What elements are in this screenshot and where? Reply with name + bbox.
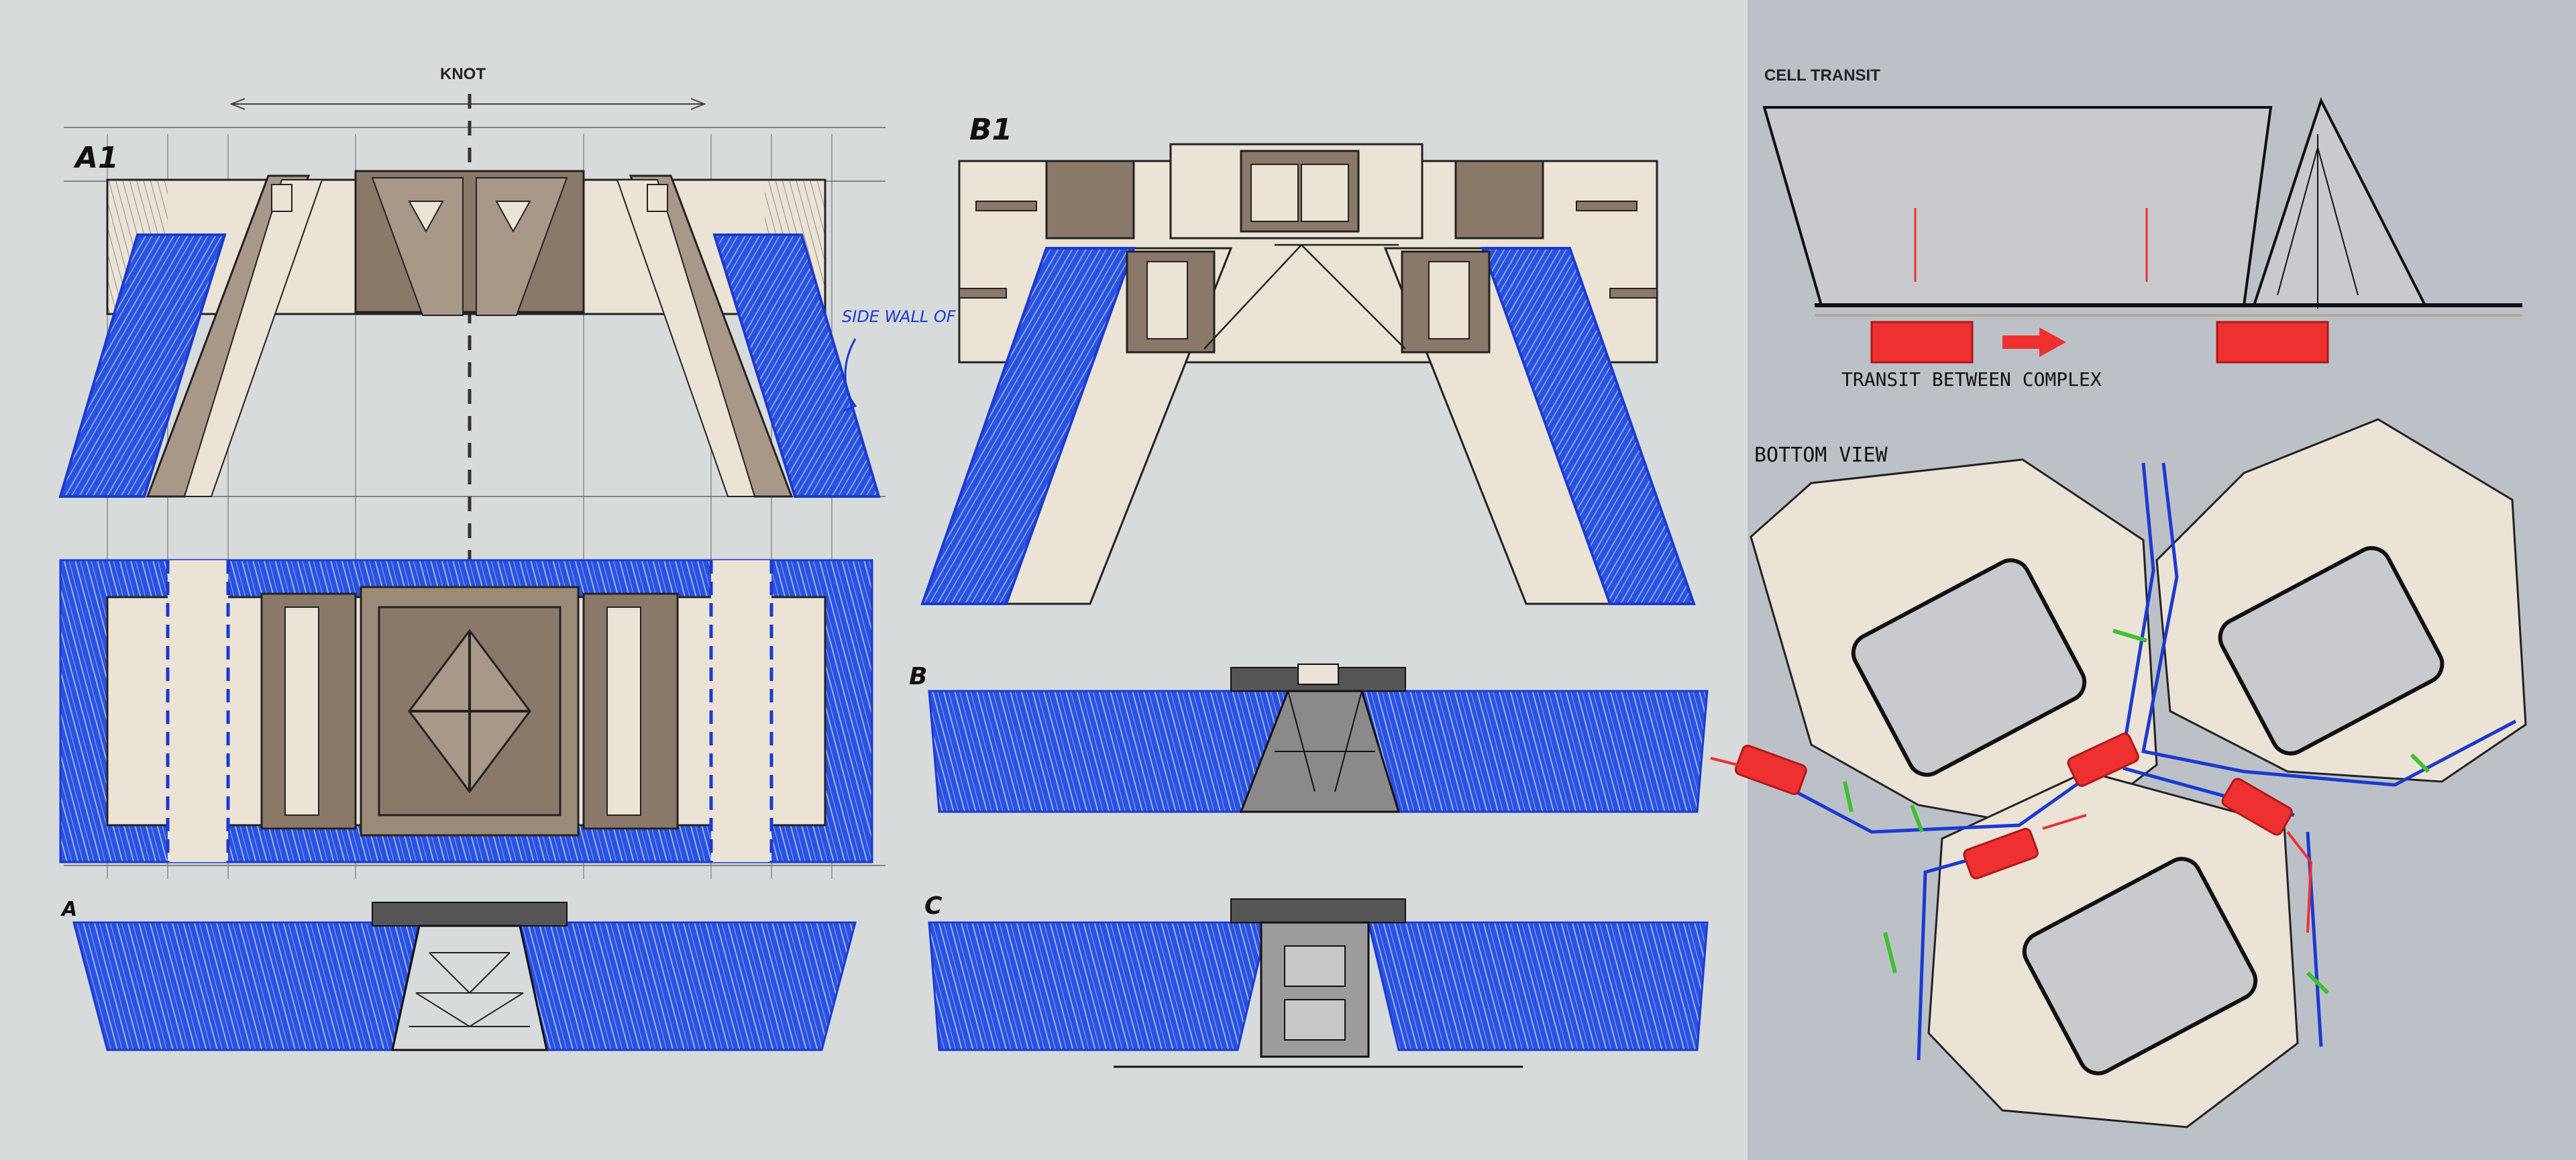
- b1-ramp-left-blue: [920, 247, 1136, 605]
- knot-title: KNOT: [440, 65, 486, 83]
- section-a: [72, 902, 857, 1051]
- b-label: B: [909, 663, 927, 690]
- b1-perspective: [920, 143, 1696, 605]
- cell-transit-section: CELL TRANSIT TRANSIT BETWEEN COMPLEX BOT…: [1710, 66, 2527, 1128]
- transit-car-1: [1870, 321, 1974, 364]
- plan-section-label: A: [60, 898, 77, 921]
- a1-label: A1: [73, 141, 119, 175]
- b-views-section: B1: [909, 113, 1709, 1068]
- transit-pod-4: [2221, 778, 2293, 836]
- transit-caption: TRANSIT BETWEEN COMPLEX: [1841, 368, 2102, 390]
- a1-elevation: [58, 170, 881, 498]
- cell-transit-title: CELL TRANSIT: [1764, 66, 1880, 85]
- side-wall-right: [712, 233, 881, 498]
- transit-pod-1: [1734, 744, 1807, 795]
- b1-label: B1: [969, 113, 1012, 147]
- transit-pod-2: [2067, 733, 2139, 787]
- c-label: C: [924, 892, 943, 920]
- transit-car-2: [2216, 321, 2329, 364]
- section-c: [928, 898, 1709, 1068]
- transit-pod-3: [1963, 827, 2039, 880]
- knot-section: KNOT A1: [58, 65, 1069, 1051]
- section-b: [928, 664, 1709, 813]
- knot-plan-view: [59, 559, 873, 863]
- b1-ramp-right-blue: [1481, 247, 1696, 605]
- bottom-view: [1710, 418, 2527, 1128]
- cell-transit-elevation: TRANSIT BETWEEN COMPLEX: [1762, 97, 2522, 390]
- side-wall-left: [58, 233, 227, 498]
- bottom-view-label: BOTTOM VIEW: [1754, 443, 1888, 467]
- transit-direction-arrow: [2002, 327, 2066, 357]
